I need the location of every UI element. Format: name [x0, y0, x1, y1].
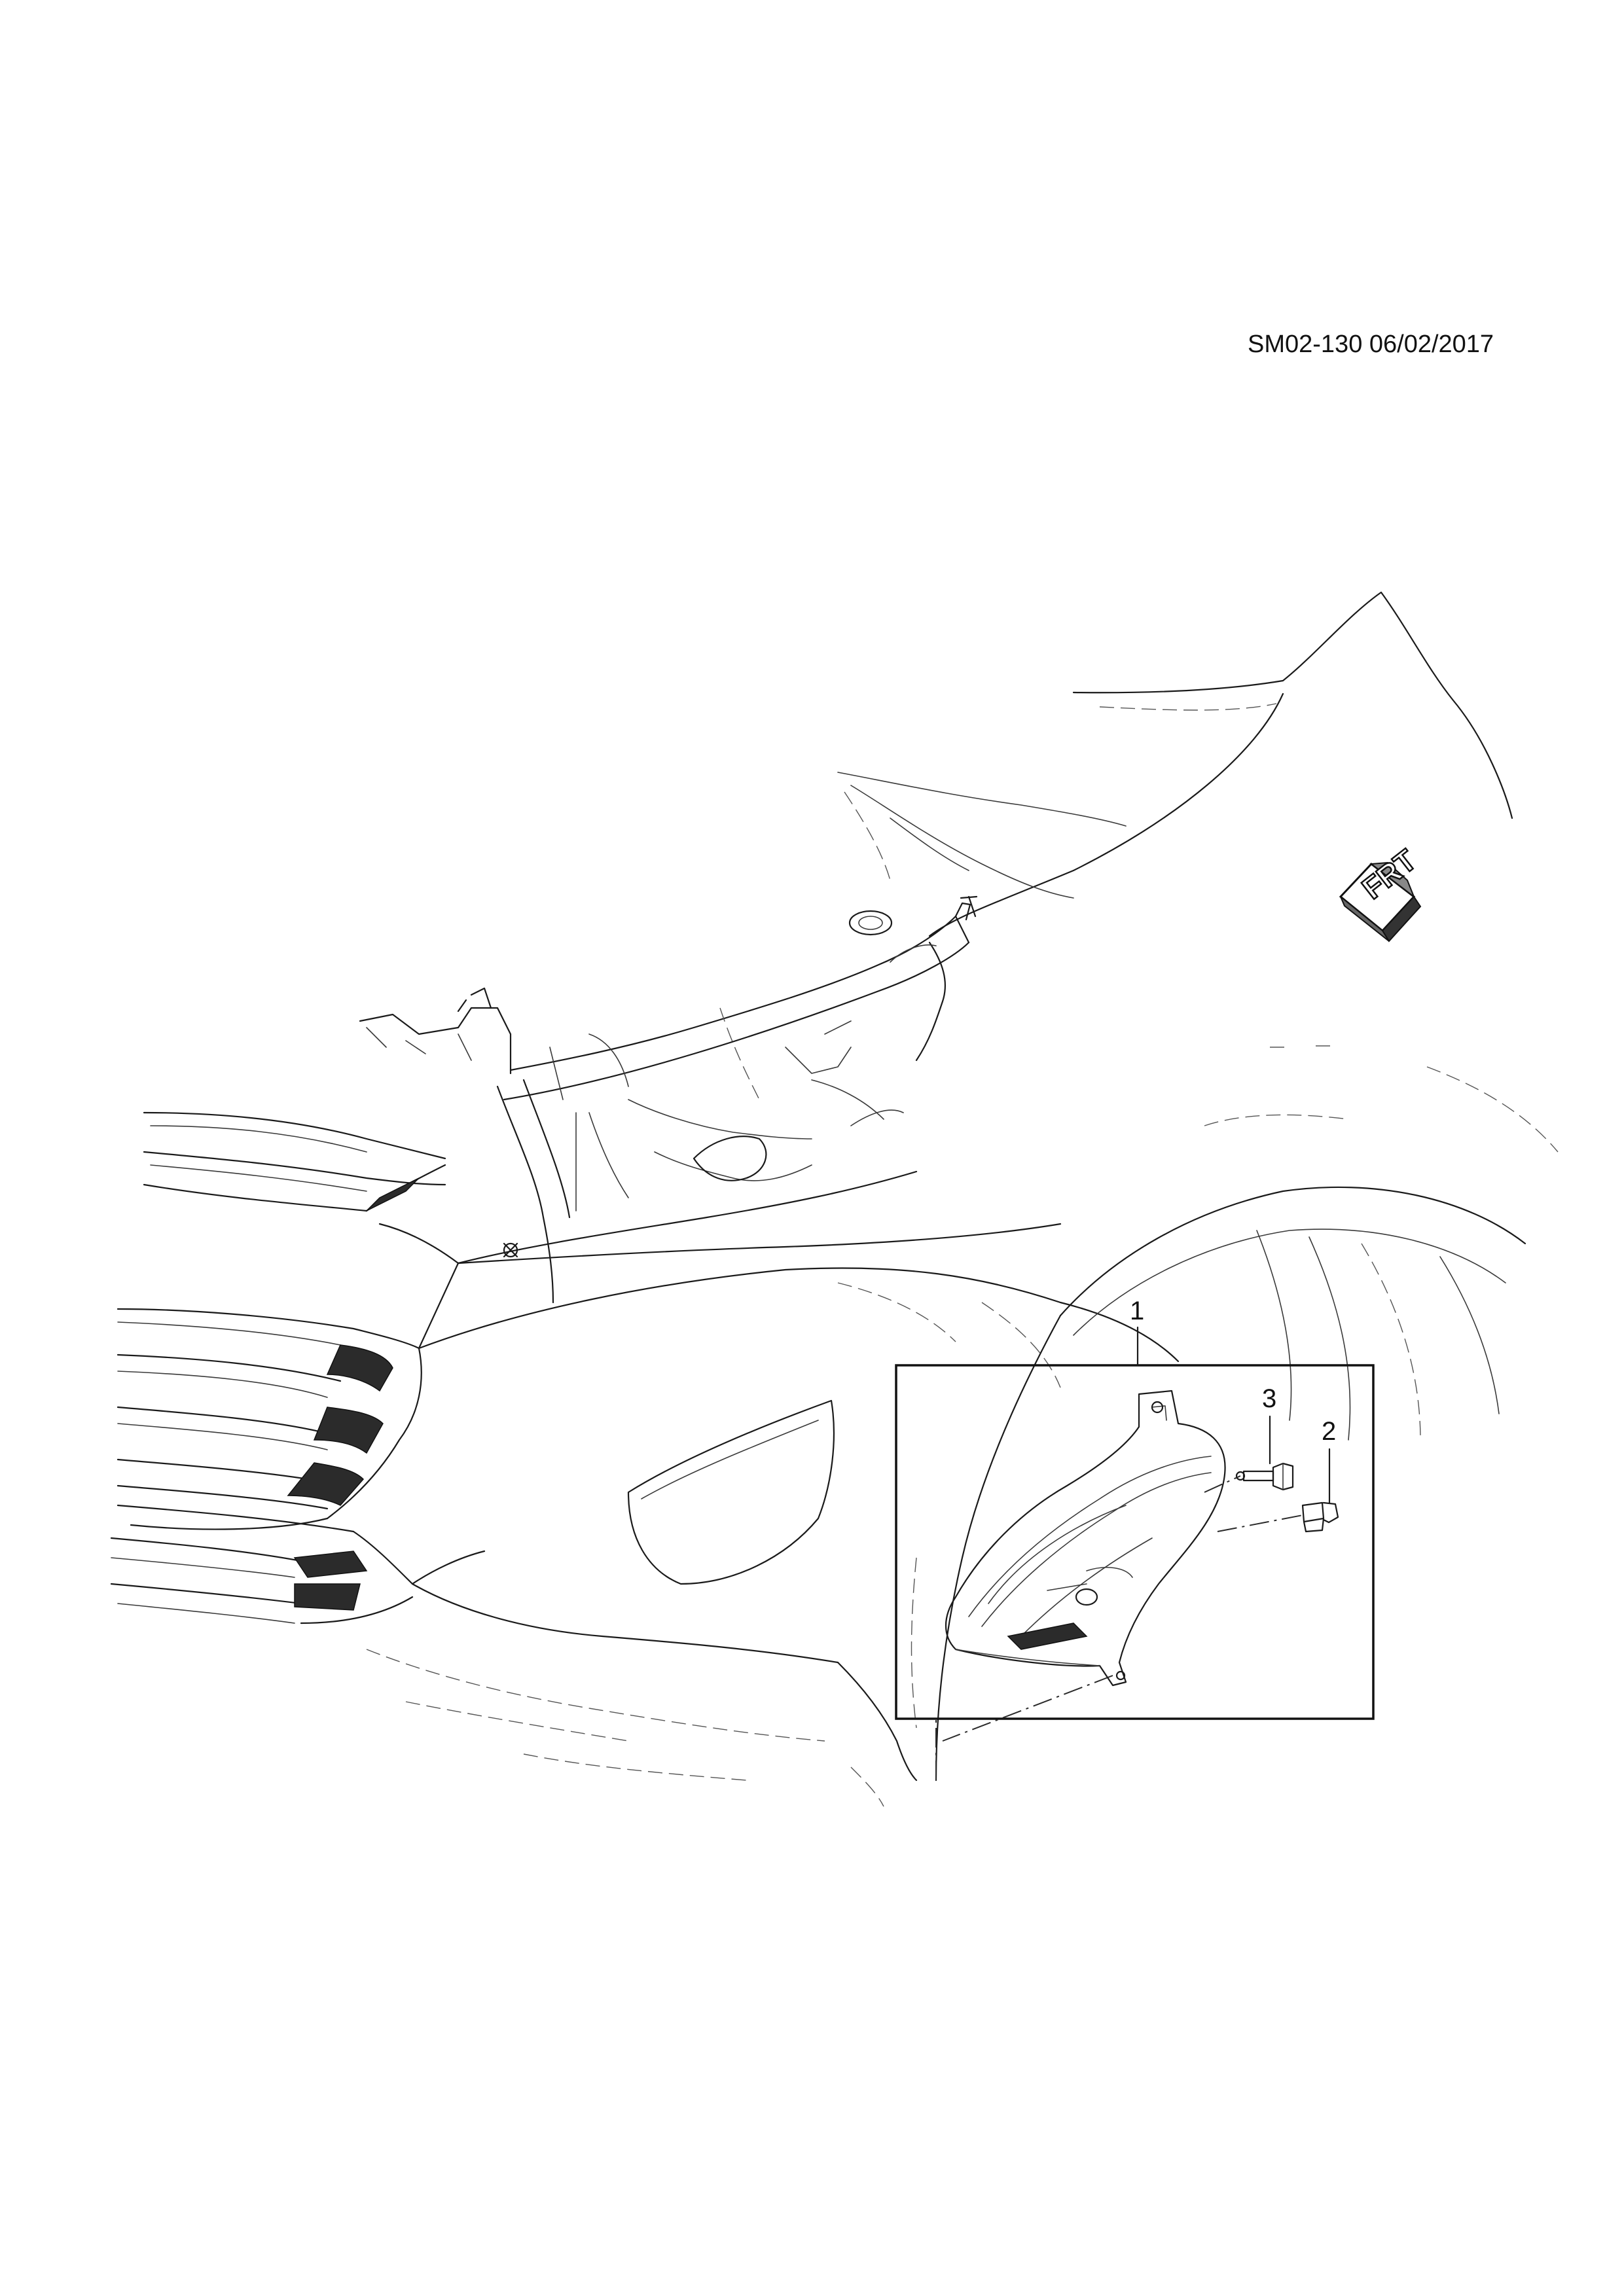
callout-2: 2 [1322, 1417, 1336, 1446]
front-direction-arrow-icon: FRT [1339, 842, 1424, 942]
fog-lamp-detail-box [895, 1364, 1375, 1720]
main-grille [117, 1262, 460, 1530]
lower-grille [110, 1504, 486, 1624]
bulb-socket [1301, 1501, 1339, 1533]
vehicle-front-end [110, 591, 1559, 1807]
fog-lamp-assembly [945, 1390, 1226, 1687]
callout-1: 1 [1130, 1297, 1144, 1325]
callout-3: 3 [1262, 1384, 1276, 1413]
bulb [1235, 1462, 1294, 1491]
assembly-leader-line [942, 1675, 1113, 1742]
upper-grille [143, 1111, 446, 1212]
drawing-code: SM02-130 06/02/2017 [1248, 331, 1494, 358]
